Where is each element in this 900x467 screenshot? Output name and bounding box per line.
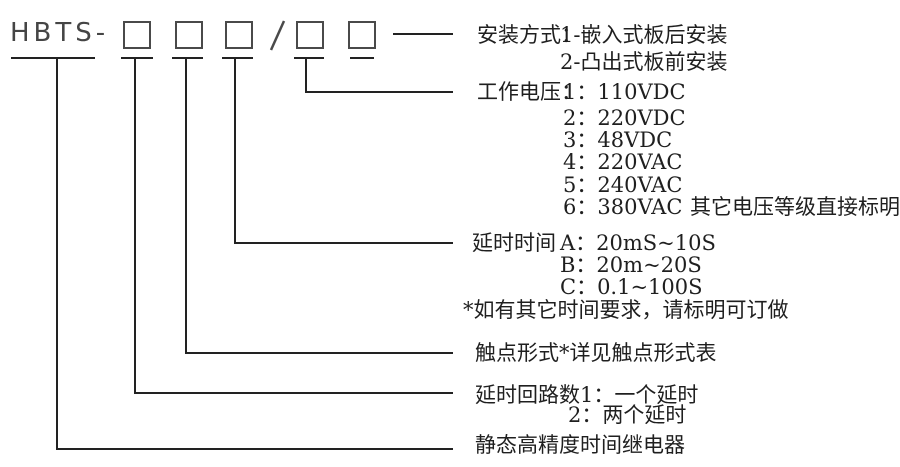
model-prefix: HBTS- xyxy=(10,18,110,48)
model-box-5 xyxy=(348,21,376,49)
product-name-label: 静态高精度时间继电器 xyxy=(475,433,685,457)
delay-circuits-label: 延时回路数 xyxy=(475,383,580,407)
leader-voltage xyxy=(305,58,453,93)
install-line-1: 安装方式：1-嵌入式板后安装 xyxy=(477,22,727,48)
model-box-3 xyxy=(225,21,253,49)
model-box-4 xyxy=(296,21,324,49)
delay-circuits-option-2: 2：两个延时 xyxy=(568,403,687,427)
voltage-option-6: 6：380VAC xyxy=(563,195,683,219)
install-line-2: 2-凸出式板前安装 xyxy=(560,49,727,75)
voltage-option-2: 2：220VDC xyxy=(563,106,686,130)
voltage-option-1: 1：110VDC xyxy=(563,80,686,104)
delay-time-option-a: A：20mS~10S xyxy=(560,231,716,255)
install-label: 安装方式： xyxy=(477,23,582,47)
voltage-label: 工作电压： xyxy=(477,80,582,104)
delay-time-label: 延时时间 xyxy=(472,231,556,255)
delay-circuits-line-1: 延时回路数1：一个延时 xyxy=(475,382,698,408)
voltage-option-3: 3：48VDC xyxy=(563,128,673,152)
install-option-2: 2-凸出式板前安装 xyxy=(560,50,728,74)
model-box-1 xyxy=(123,21,151,49)
leader-contact-form xyxy=(185,58,453,354)
model-box-2 xyxy=(175,21,203,49)
voltage-line-1: 工作电压：1：110VDC xyxy=(477,79,686,105)
leader-product-name xyxy=(56,58,453,450)
leader-delay-time xyxy=(234,58,453,244)
voltage-option-4: 4：220VAC xyxy=(563,150,683,174)
install-option-1: 1-嵌入式板后安装 xyxy=(560,23,728,47)
delay-time-note: *如有其它时间要求，请标明可订做 xyxy=(463,298,789,322)
model-separator-slash xyxy=(269,20,286,51)
leader-delay-circuits xyxy=(134,58,453,394)
voltage-option-5: 5：240VAC xyxy=(563,173,683,197)
voltage-note: 其它电压等级直接标明 xyxy=(690,195,900,219)
delay-time-option-b: B：20m~20S xyxy=(560,253,702,277)
delay-time-option-c: C：0.1~100S xyxy=(560,275,703,299)
contact-form-label: 触点形式*详见触点形式表 xyxy=(475,341,717,365)
delay-circuits-option-1: 1：一个延时 xyxy=(580,383,699,407)
